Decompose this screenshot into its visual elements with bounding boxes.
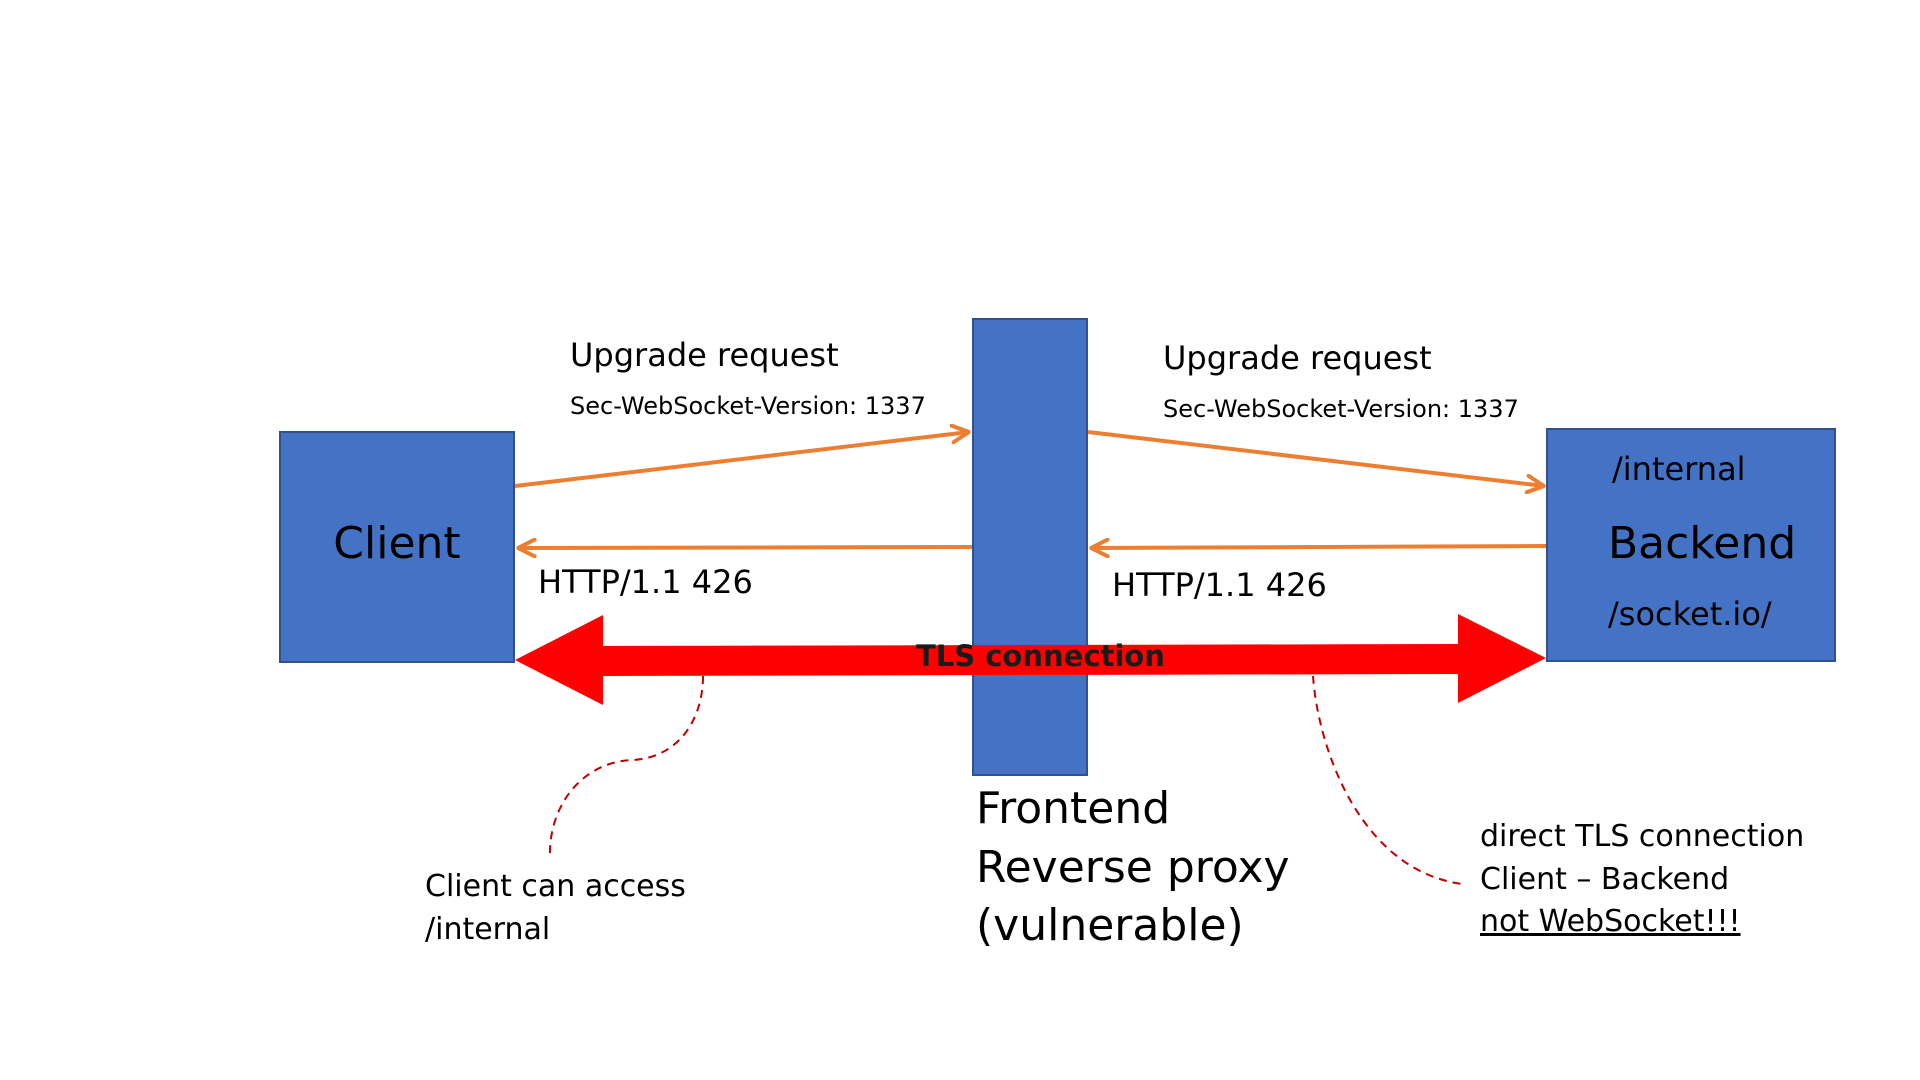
proxy-label-line-2: Reverse proxy [976,841,1290,893]
right-upgrade-request-header: Sec-WebSocket-Version: 1337 [1163,395,1519,423]
note-right-line-1: direct TLS connection [1480,819,1805,854]
client-box [279,431,515,663]
backend-path-socketio: /socket.io/ [1608,595,1772,633]
backend-box [1546,428,1836,662]
note-right-line-2: Client – Backend [1480,861,1730,897]
left-upgrade-request-label: Upgrade request [570,336,839,374]
left-response-label: HTTP/1.1 426 [538,563,753,601]
note-right: direct TLS connection Client – Backend n… [1480,816,1804,944]
proxy-box [972,318,1088,776]
backend-path-internal: /internal [1612,450,1746,488]
request-arrow-proxy-to-backend [1087,430,1544,486]
note-right-line-3: not WebSocket!!! [1480,904,1741,940]
tls-connection-arrow [515,614,1546,705]
note-left-line-1: Client can access [425,869,686,904]
callout-line-right [1312,675,1463,885]
right-upgrade-request-label: Upgrade request [1163,339,1432,377]
callout-line-left [548,675,704,859]
client-label: Client [333,518,461,569]
note-left-line-2: /internal [425,911,551,947]
proxy-label-line-3: (vulnerable) [976,900,1244,952]
backend-label: Backend [1608,518,1797,569]
request-arrow-client-to-proxy [514,432,969,488]
tls-connection-label: TLS connection [916,639,1165,673]
note-left: Client can access /internal [425,866,686,951]
left-upgrade-request-header: Sec-WebSocket-Version: 1337 [570,392,926,420]
response-arrow-backend-to-proxy [1091,546,1547,548]
right-response-label: HTTP/1.1 426 [1112,566,1327,604]
response-arrow-proxy-to-client [518,547,973,548]
proxy-label-line-1: Frontend [976,783,1171,834]
proxy-label: Frontend Reverse proxy (vulnerable) [976,780,1290,956]
